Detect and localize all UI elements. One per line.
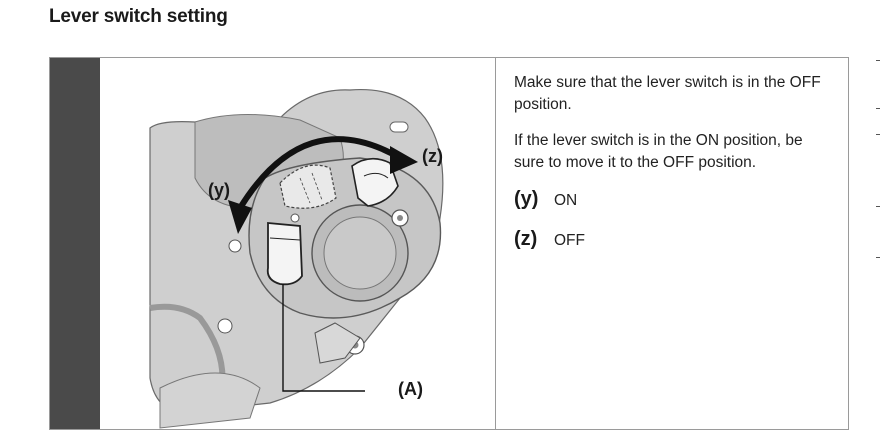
side-stripe	[50, 58, 100, 429]
instruction-para-1: Make sure that the lever switch is in th…	[514, 74, 821, 113]
page-mark	[876, 108, 880, 109]
instruction-text: Make sure that the lever switch is in th…	[514, 72, 834, 262]
legend-key: (z)	[514, 228, 538, 250]
label-z: (z)	[422, 146, 443, 166]
page-mark	[876, 206, 880, 207]
derailleur-drawing	[149, 88, 444, 429]
page-mark	[876, 134, 880, 135]
legend-item-on: (y) ON	[514, 188, 834, 222]
instruction-panel: (y) (z) (A) Make sure that the lever swi…	[49, 57, 849, 430]
page-mark	[876, 60, 880, 61]
legend-value: ON	[554, 192, 578, 209]
instruction-para-2: If the lever switch is in the ON positio…	[514, 132, 803, 171]
section-title: Lever switch setting	[49, 6, 228, 27]
legend-item-off: (z) OFF	[514, 228, 834, 262]
label-y: (y)	[208, 180, 230, 200]
label-a: (A)	[398, 379, 423, 399]
derailleur-illustration: (y) (z) (A)	[100, 58, 496, 429]
adjacent-page-marks	[850, 0, 880, 437]
page-mark	[876, 257, 880, 258]
legend-key: (y)	[514, 188, 539, 210]
legend-value: OFF	[554, 232, 585, 249]
